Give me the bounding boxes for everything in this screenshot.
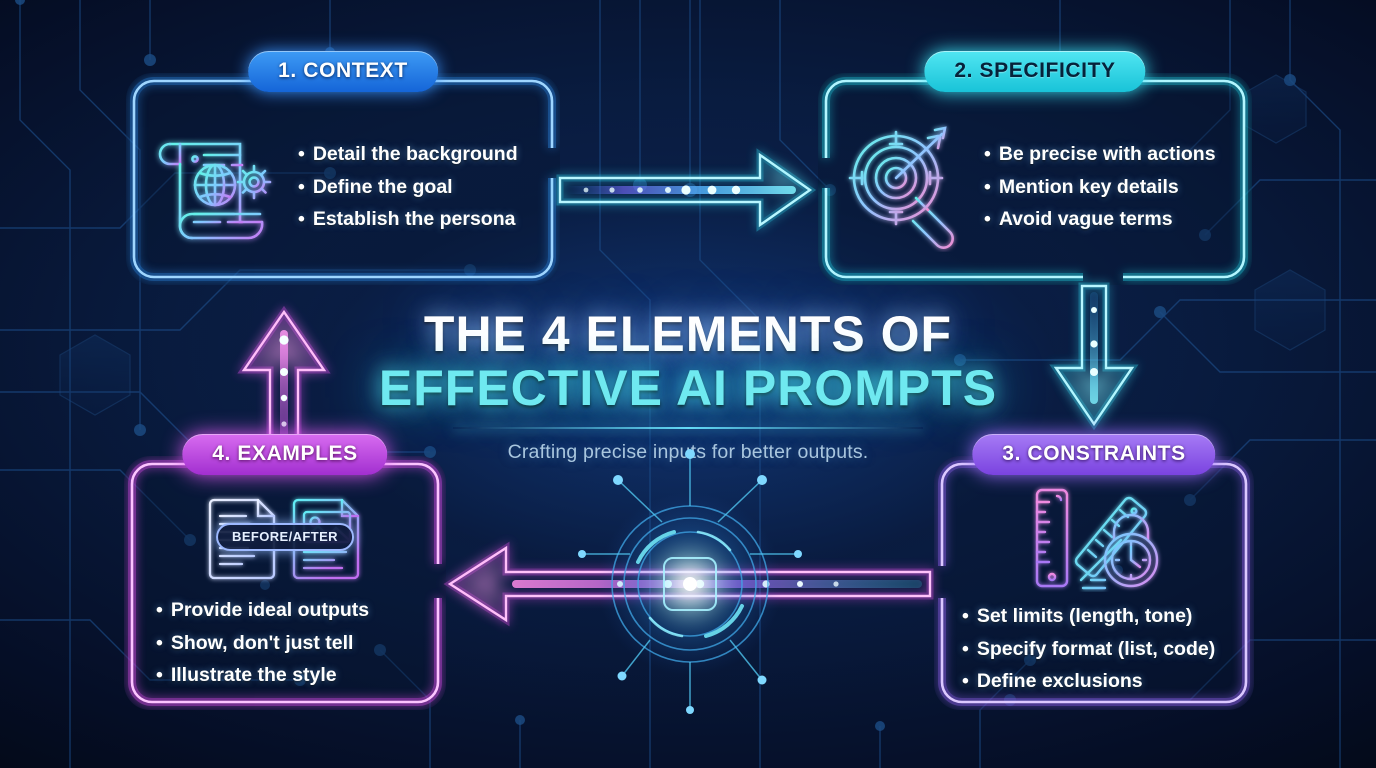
panel-constraints-bullets: Set limits (length, tone) Specify format… bbox=[962, 600, 1215, 698]
bullet-item: Define exclusions bbox=[962, 665, 1215, 698]
bullet-item: Show, don't just tell bbox=[156, 627, 369, 660]
title-divider bbox=[453, 427, 923, 429]
bullet-item: Specify format (list, code) bbox=[962, 633, 1215, 666]
before-after-badge: BEFORE/AFTER bbox=[216, 522, 354, 551]
bullet-item: Provide ideal outputs bbox=[156, 594, 369, 627]
bullet-item: Establish the persona bbox=[298, 203, 518, 236]
bullet-item: Set limits (length, tone) bbox=[962, 600, 1215, 633]
bullet-item: Avoid vague terms bbox=[984, 203, 1216, 236]
ruler-lock-clock-icon bbox=[1021, 484, 1167, 592]
panel-context-title: 1. CONTEXT bbox=[248, 51, 438, 92]
panel-constraints-content: Set limits (length, tone) Specify format… bbox=[934, 456, 1254, 710]
panel-constraints[interactable]: 3. CONSTRAINTS bbox=[934, 434, 1254, 710]
panel-constraints-title: 3. CONSTRAINTS bbox=[972, 434, 1216, 475]
before-after-documents-icon: BEFORE/AFTER bbox=[200, 490, 370, 584]
panel-examples-title: 4. EXAMPLES bbox=[182, 434, 388, 475]
bullet-item: Illustrate the style bbox=[156, 659, 369, 692]
before-after-badge-label: BEFORE/AFTER bbox=[232, 528, 338, 544]
bullet-item: Mention key details bbox=[984, 171, 1216, 204]
panel-context[interactable]: 1. CONTEXT bbox=[126, 51, 560, 285]
page-title-line-1: THE 4 ELEMENTS OF bbox=[423, 306, 953, 362]
bullet-item: Detail the background bbox=[298, 138, 518, 171]
panel-examples[interactable]: 4. EXAMPLES bbox=[124, 434, 446, 710]
panel-specificity-title: 2. SPECIFICITY bbox=[924, 51, 1146, 92]
panel-context-bullets: Detail the background Define the goal Es… bbox=[298, 138, 518, 236]
panel-specificity[interactable]: 2. SPECIFICITY bbox=[818, 51, 1252, 285]
bullet-item: Define the goal bbox=[298, 171, 518, 204]
scroll-globe-gear-icon bbox=[148, 122, 280, 252]
panel-specificity-bullets: Be precise with actions Mention key deta… bbox=[984, 138, 1216, 236]
page-title-line-2: EFFECTIVE AI PROMPTS bbox=[378, 359, 998, 416]
target-arrow-magnifier-icon bbox=[840, 122, 966, 252]
panel-examples-content: BEFORE/AFTER Provide ideal outputs Show,… bbox=[124, 456, 446, 710]
panel-specificity-content: Be precise with actions Mention key deta… bbox=[818, 73, 1252, 285]
panel-context-content: Detail the background Define the goal Es… bbox=[126, 73, 560, 285]
panel-examples-bullets: Provide ideal outputs Show, don't just t… bbox=[156, 594, 369, 692]
bullet-item: Be precise with actions bbox=[984, 138, 1216, 171]
